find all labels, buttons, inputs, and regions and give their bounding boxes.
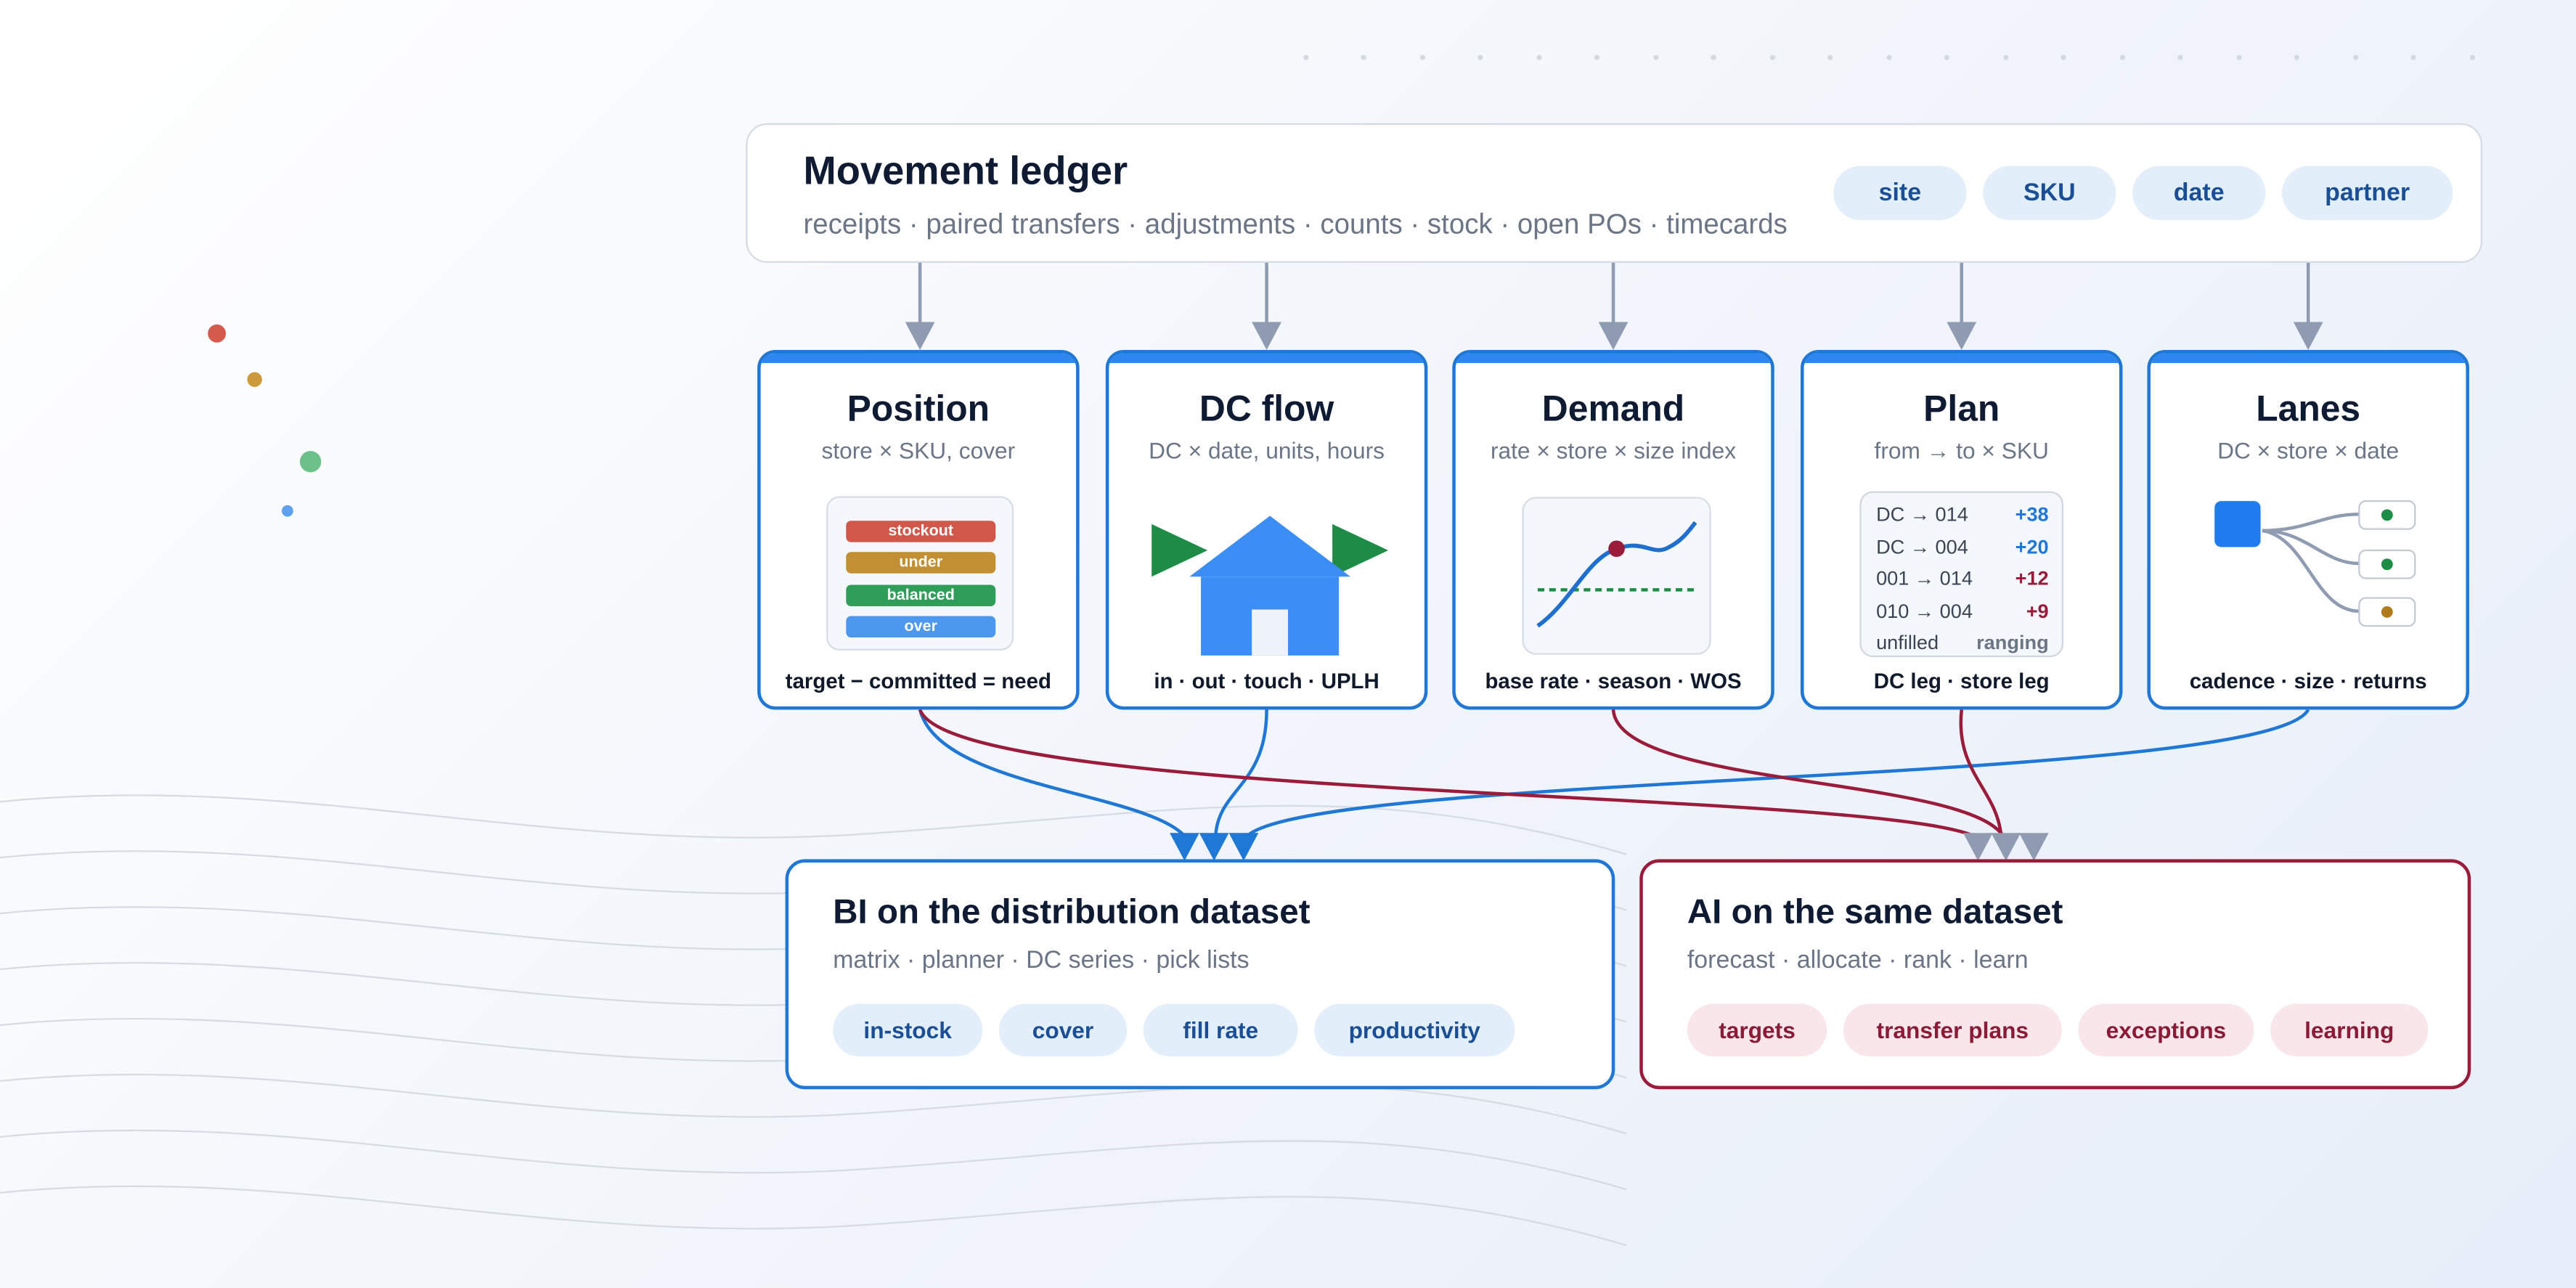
ai-chip-exceptions: exceptions [2078, 1003, 2254, 1056]
ai-subtitle: forecast · allocate · rank · learn [1687, 946, 2029, 974]
plan-route: unfilled [1876, 630, 1939, 654]
key-pill-sku: SKU [1983, 166, 2116, 221]
plan-qty: +38 [2015, 502, 2049, 526]
transfer-plan-table: DC → 014 +38 DC → 004 +20 001 → 014 +12 … [1859, 491, 2064, 658]
card-footer: cadence · size · returns [2189, 668, 2427, 693]
card-position: Position store × SKU, cover stockout und… [757, 349, 1080, 710]
level-balanced: balanced [846, 584, 996, 606]
card-title: Demand [1541, 388, 1685, 429]
bi-chip-fill-rate: fill rate [1143, 1003, 1298, 1056]
plan-qty: +20 [2015, 534, 2049, 558]
ai-title: AI on the same dataset [1687, 893, 2063, 932]
ai-chip-transfer-plans: transfer plans [1843, 1003, 2062, 1056]
plan-qty: +9 [2026, 598, 2049, 622]
card-footer: in · out · touch · UPLH [1154, 668, 1379, 693]
key-pill-date: date [2132, 166, 2266, 221]
key-pill-partner: partner [2281, 166, 2453, 221]
card-accent-bar [1109, 353, 1424, 364]
card-plan: Plan from → to × SKU DC → 014 +38 DC → 0… [1800, 349, 2123, 710]
ai-panel: AI on the same dataset forecast · alloca… [1639, 859, 2471, 1090]
ai-chip-learning: learning [2270, 1003, 2429, 1056]
plan-route: DC → 014 [1876, 502, 1968, 526]
plan-qty: ranging [1976, 630, 2049, 654]
warehouse-icon [1152, 515, 1389, 656]
card-accent-bar [1803, 353, 2119, 364]
ledger-subtitle: receipts · paired transfers · adjustment… [803, 208, 1788, 240]
card-footer: base rate · season · WOS [1485, 668, 1742, 693]
movement-ledger-header: Movement ledger receipts · paired transf… [746, 123, 2483, 264]
card-title: Lanes [2256, 388, 2361, 429]
card-title: DC flow [1199, 388, 1334, 429]
card-demand: Demand rate × store × size index base ra… [1452, 349, 1774, 710]
card-subtitle: from → to × SKU [1874, 436, 2049, 464]
bi-chip-productivity: productivity [1314, 1003, 1515, 1056]
bi-subtitle: matrix · planner · DC series · pick list… [833, 946, 1250, 974]
plan-route: 001 → 014 [1876, 566, 1973, 590]
cover-level-legend: stockout under balanced over [826, 496, 1014, 651]
card-footer: DC leg · store leg [1873, 668, 2050, 693]
plan-qty: +12 [2015, 566, 2049, 590]
bi-chip-in-stock: in-stock [833, 1003, 983, 1056]
plan-row: DC → 004 +20 [1876, 535, 2049, 561]
demand-curve-icon [1522, 497, 1711, 655]
card-dc-flow: DC flow DC × date, units, hours in · out… [1105, 349, 1428, 710]
key-pill-site: site [1833, 166, 1967, 221]
card-accent-bar [2150, 353, 2466, 364]
bi-title: BI on the distribution dataset [833, 893, 1311, 932]
card-accent-bar [760, 353, 1077, 364]
plan-route: DC → 004 [1876, 534, 1968, 558]
bi-panel: BI on the distribution dataset matrix · … [785, 859, 1615, 1090]
level-stockout: stockout [846, 521, 996, 542]
plan-row: 001 → 014 +12 [1876, 567, 2049, 593]
ledger-title: Movement ledger [803, 149, 1128, 195]
bi-chip-cover: cover [998, 1003, 1128, 1056]
level-under: under [846, 552, 996, 574]
card-title: Plan [1923, 388, 2000, 429]
card-subtitle: store × SKU, cover [821, 436, 1016, 464]
plan-row: DC → 014 +38 [1876, 502, 2049, 529]
lanes-icon [2214, 500, 2416, 627]
card-accent-bar [1455, 353, 1772, 364]
card-subtitle: rate × store × size index [1490, 436, 1737, 464]
card-footer: target − committed = need [785, 668, 1051, 693]
card-subtitle: DC × date, units, hours [1149, 436, 1385, 464]
ai-chip-targets: targets [1687, 1003, 1827, 1056]
card-title: Position [847, 388, 990, 429]
card-lanes: Lanes DC × store × date cadence · size ·… [2147, 349, 2469, 710]
plan-row: unfilled ranging [1876, 631, 2049, 657]
card-subtitle: DC × store × date [2217, 436, 2400, 464]
plan-row: 010 → 004 +9 [1876, 599, 2049, 625]
level-over: over [846, 616, 996, 637]
plan-route: 010 → 004 [1876, 598, 1973, 622]
